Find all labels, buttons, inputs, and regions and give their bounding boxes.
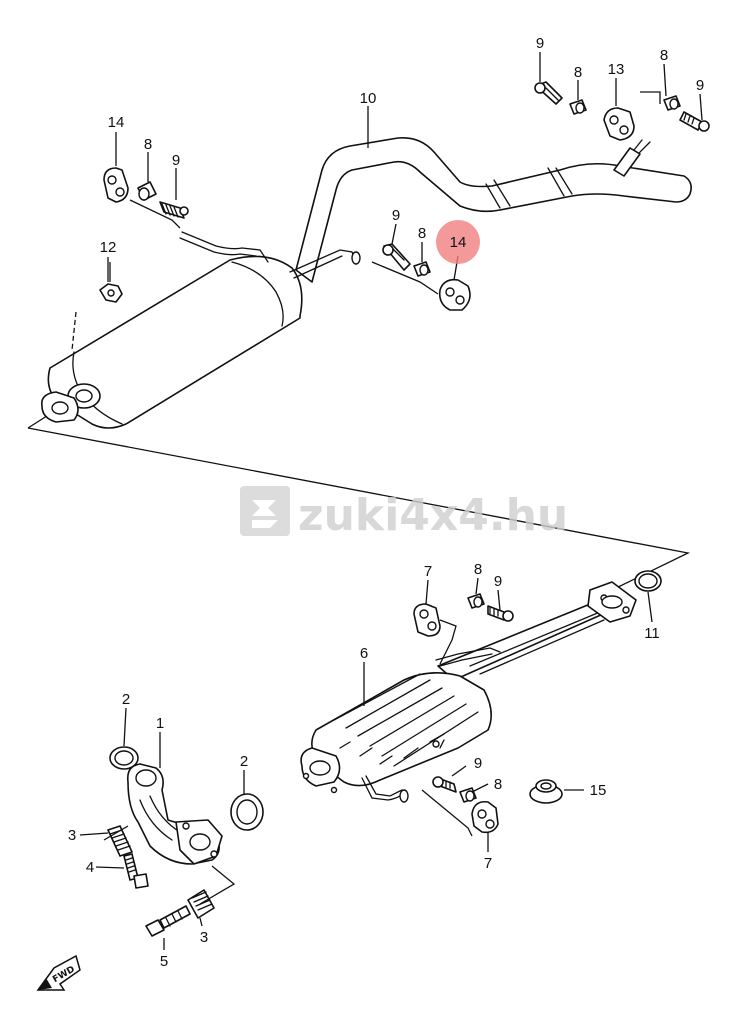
center-hanger-group [371, 243, 471, 311]
converter-upper-hanger-group [413, 593, 514, 665]
callout-9-left[interactable]: 9 [172, 152, 180, 169]
callout-8-left[interactable]: 8 [144, 136, 152, 153]
callout-8-top-right[interactable]: 8 [660, 47, 668, 64]
callout-9-top-right[interactable]: 9 [696, 77, 704, 94]
watermark-text: zuki4x4.hu [298, 490, 568, 541]
callout-3-upper[interactable]: 3 [68, 827, 76, 844]
callout-14-left[interactable]: 14 [108, 114, 125, 131]
callout-2-right[interactable]: 2 [240, 753, 248, 770]
callout-7-lower[interactable]: 7 [484, 855, 492, 872]
callout-5[interactable]: 5 [160, 953, 168, 970]
callout-labels: 14 8 9 12 10 9 8 14 9 8 13 8 9 7 8 9 11 … [68, 35, 704, 970]
callout-leaders [79, 52, 703, 950]
converter-lower-hanger-group [421, 776, 563, 837]
upper-right-hanger-group [534, 81, 710, 141]
muffler [40, 231, 361, 429]
callout-9-top[interactable]: 9 [536, 35, 544, 52]
callout-8-lower-section[interactable]: 8 [474, 561, 482, 578]
tail-pipe-10 [295, 136, 692, 283]
fwd-arrow-icon: FWD [36, 954, 81, 991]
callout-12[interactable]: 12 [100, 239, 117, 256]
callout-4[interactable]: 4 [86, 859, 94, 876]
callout-9-bottom[interactable]: 9 [474, 755, 482, 772]
nut-12 [71, 262, 123, 351]
front-pipe-assembly [103, 746, 264, 937]
callout-8-bottom[interactable]: 8 [494, 776, 502, 793]
center-pipe-assembly [435, 581, 637, 681]
catalytic-converter-6 [300, 672, 492, 803]
callout-13[interactable]: 13 [608, 61, 625, 78]
callout-1[interactable]: 1 [156, 715, 164, 732]
callout-14-center[interactable]: 14 [450, 234, 467, 251]
bolt-5 [145, 905, 191, 937]
callout-15[interactable]: 15 [590, 782, 607, 799]
highlighted-callout-marker [436, 220, 480, 264]
callout-9-lower-section[interactable]: 9 [494, 573, 502, 590]
callout-2-left[interactable]: 2 [122, 691, 130, 708]
watermark: zuki4x4.hu [240, 486, 568, 541]
callout-6[interactable]: 6 [360, 645, 368, 662]
callout-7-upper[interactable]: 7 [424, 563, 432, 580]
callout-9-center[interactable]: 9 [392, 207, 400, 224]
callout-11[interactable]: 11 [644, 625, 660, 642]
bolt-4 [123, 853, 149, 889]
left-hanger-group [103, 167, 189, 229]
callout-3-lower[interactable]: 3 [200, 929, 208, 946]
callout-8-center[interactable]: 8 [418, 225, 426, 242]
gasket-ring-11 [634, 570, 662, 623]
callout-10[interactable]: 10 [360, 90, 377, 107]
callout-8-top[interactable]: 8 [574, 64, 582, 81]
